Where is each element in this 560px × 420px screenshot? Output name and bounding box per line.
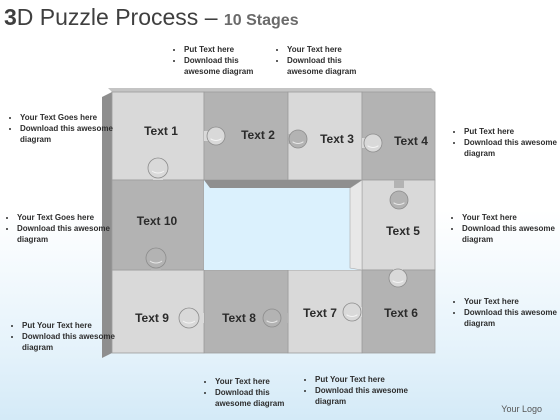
- piece-label-2: Text 2: [241, 128, 275, 142]
- title-dash: –: [204, 4, 218, 30]
- note-line: Your Text here: [464, 296, 560, 307]
- note-line: Put Your Text here: [315, 374, 415, 385]
- note-right-2: Your Text hereDownload this awesome diag…: [450, 212, 560, 245]
- note-line: Download this awesome diagram: [464, 137, 560, 159]
- knob-9-8: [178, 307, 204, 329]
- hole-top-wall: [204, 180, 362, 188]
- note-line: Download this awesome diagram: [462, 223, 560, 245]
- note-line: Your Text here: [287, 44, 379, 55]
- note-line: Download this awesome diagram: [17, 223, 117, 245]
- note-line: Put Text here: [184, 44, 276, 55]
- note-right-1: Put Text hereDownload this awesome diagr…: [452, 126, 560, 159]
- note-top-2: Your Text hereDownload this awesome diag…: [275, 44, 379, 77]
- piece-label-9: Text 9: [135, 311, 169, 325]
- piece-label-7: Text 7: [303, 306, 337, 320]
- note-line: Download this awesome diagram: [464, 307, 560, 329]
- piece-label-8: Text 8: [222, 311, 256, 325]
- note-line: Your Text here: [462, 212, 560, 223]
- note-bottom-2: Put Your Text hereDownload this awesome …: [303, 374, 415, 407]
- note-right-3: Your Text hereDownload this awesome diag…: [452, 296, 560, 329]
- frame-side-face: [102, 92, 112, 358]
- frame-top-face: [108, 88, 435, 92]
- note-top-1: Put Text hereDownload this awesome diagr…: [172, 44, 276, 77]
- note-bottom-1: Your Text hereDownload this awesome diag…: [203, 376, 307, 409]
- piece-label-5: Text 5: [386, 224, 420, 238]
- knob-8-7: [262, 308, 288, 328]
- note-left-2: Your Text Goes hereDownload this awesome…: [5, 212, 117, 245]
- knob-10-9: [145, 247, 167, 270]
- piece-label-6: Text 6: [384, 306, 418, 320]
- note-line: Download this awesome diagram: [315, 385, 415, 407]
- knob-2-3: [288, 129, 308, 149]
- knob-1-2: [204, 126, 226, 146]
- title-number: 3: [4, 4, 17, 30]
- note-line: Put Text here: [464, 126, 560, 137]
- knob-4-5: [389, 180, 409, 210]
- note-line: Download this awesome diagram: [215, 387, 307, 409]
- note-line: Download this awesome diagram: [287, 55, 379, 77]
- piece-label-1: Text 1: [144, 124, 178, 138]
- center-hole: [204, 180, 362, 270]
- note-left-3: Put Your Text hereDownload this awesome …: [10, 320, 122, 353]
- title-main: D Puzzle Process: [16, 4, 199, 30]
- piece-label-3: Text 3: [320, 132, 354, 146]
- knob-5-6: [388, 266, 408, 288]
- title-stages: 10 Stages: [223, 12, 299, 29]
- note-line: Download this awesome diagram: [22, 331, 122, 353]
- puzzle-piece-6: [361, 269, 436, 354]
- hole-right-wall: [349, 179, 363, 271]
- note-line: Download this awesome diagram: [184, 55, 276, 77]
- note-line: Put Your Text here: [22, 320, 122, 331]
- logo-text: Your Logo: [501, 404, 542, 414]
- note-left-1: Your Text Goes hereDownload this awesome…: [8, 112, 120, 145]
- piece-label-10: Text 10: [137, 214, 178, 228]
- page-title: 3D Puzzle Process – 10 Stages: [4, 4, 299, 31]
- note-line: Your Text Goes here: [20, 112, 120, 123]
- knob-1-10: [147, 157, 169, 180]
- knob-7-6: [342, 302, 362, 322]
- note-line: Your Text here: [215, 376, 307, 387]
- note-line: Your Text Goes here: [17, 212, 117, 223]
- knob-3-4: [362, 133, 383, 153]
- note-line: Download this awesome diagram: [20, 123, 120, 145]
- piece-label-4: Text 4: [394, 134, 428, 148]
